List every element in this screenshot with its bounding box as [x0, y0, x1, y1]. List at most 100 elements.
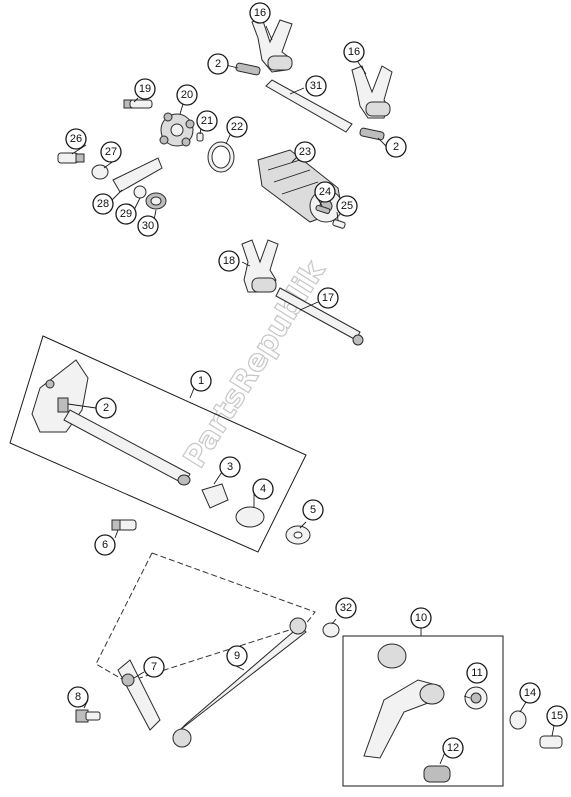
callout-4[interactable]: 4 [252, 478, 274, 500]
callout-20[interactable]: 20 [176, 84, 198, 106]
callout-10[interactable]: 10 [410, 607, 432, 629]
detent-spring-top [235, 62, 261, 76]
bolt-8 [75, 709, 101, 723]
pin-25 [332, 219, 346, 229]
callout-2-top[interactable]: 2 [207, 53, 229, 75]
dowel-pin [196, 132, 204, 142]
callout-30[interactable]: 30 [137, 215, 159, 237]
callout-26[interactable]: 26 [65, 128, 87, 150]
svg-text:9: 9 [234, 650, 240, 662]
svg-text:28: 28 [97, 198, 109, 210]
callout-27[interactable]: 27 [100, 141, 122, 163]
linkage-dashed-outline [95, 552, 316, 683]
clip-3 [201, 483, 229, 509]
svg-text:25: 25 [341, 200, 353, 212]
callout-32[interactable]: 32 [335, 597, 357, 619]
svg-text:24: 24 [319, 186, 331, 198]
bushing-15 [539, 735, 563, 749]
callout-22[interactable]: 22 [226, 116, 248, 138]
callout-28[interactable]: 28 [92, 193, 114, 215]
callout-8[interactable]: 8 [67, 686, 89, 708]
svg-text:8: 8 [75, 691, 81, 703]
pin-24 [315, 204, 331, 214]
svg-text:22: 22 [231, 121, 243, 133]
callout-6[interactable]: 6 [94, 534, 116, 556]
svg-text:31: 31 [310, 80, 322, 92]
callout-23[interactable]: 23 [294, 141, 316, 163]
svg-text:3: 3 [227, 461, 233, 473]
callout-31[interactable]: 31 [305, 75, 327, 97]
svg-text:23: 23 [299, 146, 311, 158]
screw-26 [57, 152, 85, 164]
callout-16-top[interactable]: 16 [249, 2, 271, 24]
shift-lever [363, 643, 445, 759]
washer-14 [509, 710, 527, 730]
callout-29[interactable]: 29 [115, 203, 137, 225]
svg-text:18: 18 [223, 255, 235, 267]
shift-rod-lower [275, 287, 361, 341]
callout-16-right[interactable]: 16 [343, 41, 365, 63]
svg-text:6: 6 [102, 539, 108, 551]
callout-24[interactable]: 24 [314, 181, 336, 203]
svg-text:27: 27 [105, 146, 117, 158]
footpeg-rubber [423, 765, 451, 783]
svg-text:20: 20 [181, 89, 193, 101]
callout-5[interactable]: 5 [302, 499, 324, 521]
locking-lever [112, 157, 163, 193]
callout-9[interactable]: 9 [226, 645, 248, 667]
svg-text:16: 16 [348, 46, 360, 58]
shift-lever-group-box [342, 635, 504, 787]
shift-star [159, 112, 195, 147]
callout-14[interactable]: 14 [519, 682, 541, 704]
callout-3[interactable]: 3 [219, 456, 241, 478]
spring-ring-4 [235, 506, 265, 528]
svg-text:2: 2 [215, 58, 221, 70]
svg-text:10: 10 [415, 612, 427, 624]
callout-25[interactable]: 25 [336, 195, 358, 217]
svg-text:1: 1 [198, 375, 204, 387]
shift-fork-top [251, 17, 293, 73]
shift-rod-upper [265, 79, 353, 133]
washer-27 [91, 164, 109, 180]
svg-text:2: 2 [393, 141, 399, 153]
callout-2-right[interactable]: 2 [385, 136, 407, 158]
svg-text:5: 5 [310, 504, 316, 516]
svg-text:30: 30 [142, 220, 154, 232]
svg-text:14: 14 [524, 687, 536, 699]
shift-shaft-group-box [9, 335, 307, 553]
callout-19[interactable]: 19 [134, 78, 156, 100]
callout-11[interactable]: 11 [466, 662, 488, 684]
callout-18[interactable]: 18 [218, 250, 240, 272]
svg-text:11: 11 [471, 667, 482, 679]
callout-12[interactable]: 12 [442, 737, 464, 759]
callout-2-shaft[interactable]: 2 [95, 397, 117, 419]
callout-1[interactable]: 1 [190, 370, 212, 392]
rod-end-upper [289, 617, 307, 635]
svg-text:29: 29 [120, 208, 132, 220]
lever-pivot [121, 673, 135, 687]
washer-32 [322, 622, 340, 638]
svg-text:16: 16 [254, 7, 266, 19]
callout-7[interactable]: 7 [143, 656, 165, 678]
svg-text:17: 17 [322, 292, 334, 304]
stud-6 [111, 519, 137, 531]
callout-21[interactable]: 21 [196, 110, 218, 132]
callout-17[interactable]: 17 [317, 287, 339, 309]
shift-fork-right [351, 65, 393, 119]
svg-text:12: 12 [447, 742, 459, 754]
svg-text:26: 26 [70, 133, 82, 145]
svg-text:32: 32 [340, 602, 352, 614]
svg-text:15: 15 [551, 710, 563, 722]
svg-text:21: 21 [201, 115, 213, 127]
shift-fork-lower [241, 239, 279, 293]
washer-29 [133, 185, 147, 199]
callout-15[interactable]: 15 [546, 705, 568, 727]
rod-end [352, 334, 364, 346]
shift-linkage-rod [179, 625, 307, 731]
leader-lines [67, 25, 555, 765]
svg-text:4: 4 [260, 483, 266, 495]
svg-text:7: 7 [151, 661, 157, 673]
shift-shaft-assembly [31, 359, 191, 486]
svg-text:2: 2 [103, 402, 109, 414]
